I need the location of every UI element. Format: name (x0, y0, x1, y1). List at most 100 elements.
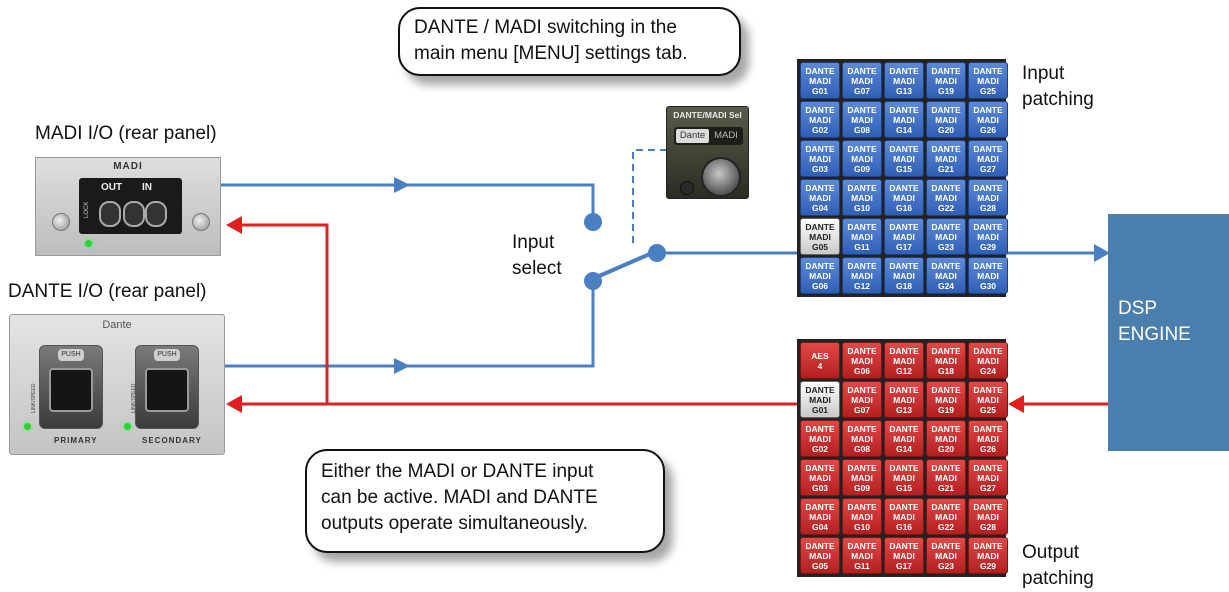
output-patch-cell-text: G19 (937, 404, 955, 415)
madi-panel-title: MADI (113, 161, 143, 172)
input-patch-cell-text: G12 (853, 280, 871, 291)
output-patch-cell-text: MADI (851, 394, 873, 405)
output-patch-cell-text: DANTE (931, 384, 961, 395)
madi-output-arrow (226, 216, 242, 234)
output-patch-cell-text: G27 (979, 482, 997, 493)
active-input-callout-line-2: can be active. MADI and DANTE (321, 487, 598, 508)
input-patch-cell-text: MADI (893, 153, 915, 164)
output-patch-cell-text: MADI (893, 433, 915, 444)
output-patch-cell-text: DANTE (847, 501, 877, 512)
selector-toggle[interactable]: Dante MADI (674, 127, 743, 145)
dante-madi-selector[interactable]: DANTE/MADI Sel Dante MADI (666, 106, 749, 199)
input-patch-cell-text: DANTE (931, 65, 961, 76)
output-patch-cell-text: G25 (979, 404, 997, 415)
selector-button[interactable] (680, 181, 694, 195)
input-patch-cell-text: MADI (935, 231, 957, 242)
output-patching-label-line-1: Output (1022, 542, 1080, 563)
input-patch-cell-text: G19 (937, 85, 955, 96)
output-patch-cell-text: DANTE (931, 540, 961, 551)
selector-knob-icon[interactable] (701, 157, 741, 197)
output-patch-cell-text: DANTE (847, 540, 877, 551)
output-patch-cell-text: MADI (977, 433, 999, 444)
input-patch-cell-text: DANTE (931, 221, 961, 232)
output-patch-cell-text: DANTE (973, 462, 1003, 473)
selector-option-madi[interactable]: MADI (714, 130, 738, 141)
push-tab: PUSH (154, 349, 180, 361)
input-patch-cell-text: MADI (893, 192, 915, 203)
input-patch-cell-text: G22 (937, 202, 955, 213)
input-patch-cell-text: G24 (937, 280, 955, 291)
selector-option-dante[interactable]: Dante (676, 129, 709, 143)
ethercon-jack-icon (49, 368, 93, 412)
output-patch-cell-text: MADI (977, 394, 999, 405)
output-patch-cell-text: G08 (853, 443, 871, 454)
input-patch-cell-text: MADI (851, 75, 873, 86)
input-patch-cell-text: DANTE (973, 104, 1003, 115)
output-patch-cell-text: G17 (895, 560, 913, 571)
secondary-link-led (124, 423, 131, 430)
output-patch-cell-text: DANTE (805, 384, 835, 395)
output-patch-cell-text: MADI (935, 355, 957, 366)
